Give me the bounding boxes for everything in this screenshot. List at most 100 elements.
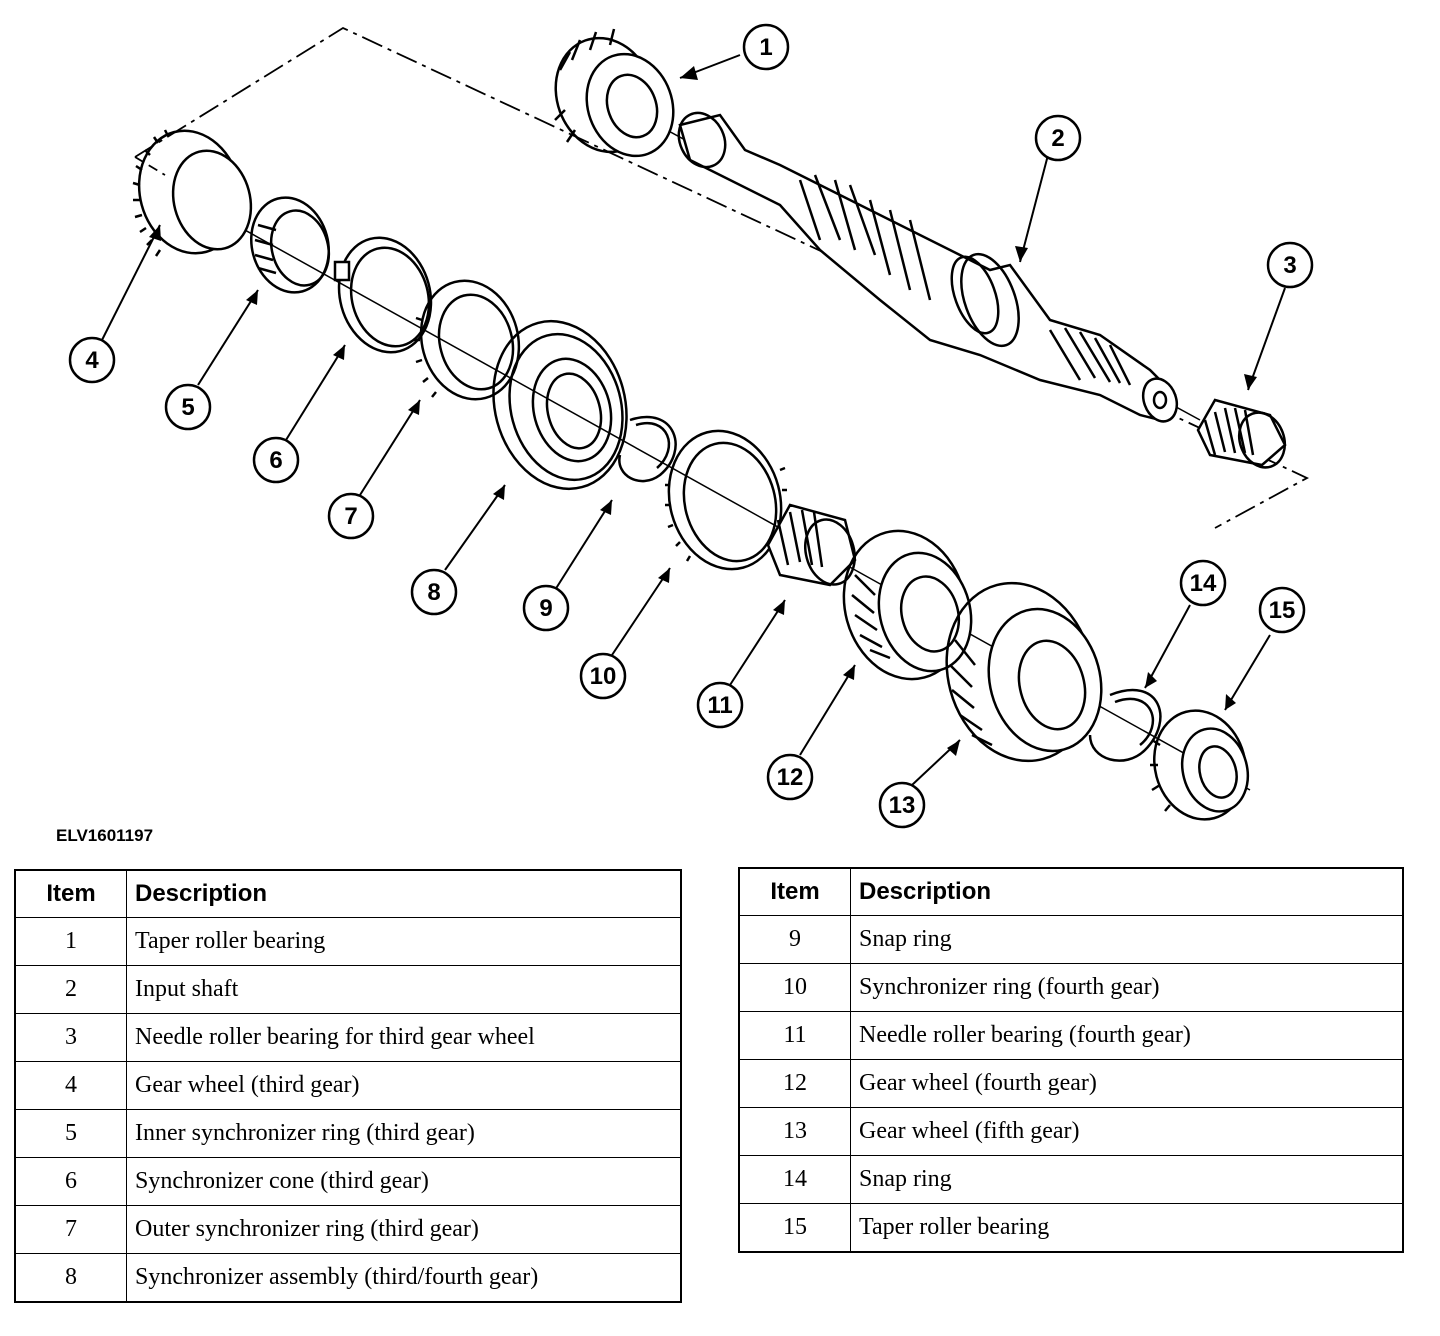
- item-description: Inner synchronizer ring (third gear): [126, 1109, 682, 1158]
- exploded-view-diagram: 1 2 3 4 5 6 7 8 9 10 11 12 13 14 15: [68, 23, 1314, 829]
- svg-text:5: 5: [181, 394, 194, 421]
- svg-text:2: 2: [1051, 125, 1064, 152]
- item-number: 15: [738, 1203, 851, 1253]
- needle-roller-bearing-3: [1196, 398, 1287, 469]
- item-number: 4: [14, 1061, 127, 1110]
- inner-synchronizer-ring-5: [249, 196, 331, 294]
- svg-text:13: 13: [889, 792, 916, 819]
- svg-text:7: 7: [344, 503, 357, 530]
- svg-text:15: 15: [1269, 597, 1296, 624]
- item-number: 11: [738, 1011, 851, 1060]
- gear-wheel-third-gear-4: [132, 129, 253, 257]
- header-description: Description: [126, 869, 682, 918]
- item-description: Taper roller bearing: [126, 917, 682, 966]
- item-description: Needle roller bearing (fourth gear): [850, 1011, 1404, 1060]
- item-number: 10: [738, 963, 851, 1012]
- item-number: 1: [14, 917, 127, 966]
- callout-13: 13: [878, 781, 926, 829]
- leader-arrows: [101, 54, 1286, 786]
- synchronizer-ring-fourth-gear-10: [665, 429, 787, 571]
- header-description: Description: [850, 867, 1404, 916]
- svg-text:11: 11: [707, 692, 732, 719]
- outer-synchronizer-ring-7: [414, 279, 521, 401]
- header-item: Item: [14, 869, 127, 918]
- callout-9: 9: [522, 584, 570, 632]
- callout-12: 12: [766, 753, 814, 801]
- svg-text:12: 12: [777, 764, 804, 791]
- callout-1: 1: [742, 23, 790, 71]
- item-description: Outer synchronizer ring (third gear): [126, 1205, 682, 1254]
- item-number: 9: [738, 915, 851, 964]
- item-description: Synchronizer assembly (third/fourth gear…: [126, 1253, 682, 1303]
- callout-11: 11: [696, 681, 744, 729]
- item-number: 14: [738, 1155, 851, 1204]
- figure-id: ELV1601197: [56, 826, 154, 845]
- header-item: Item: [738, 867, 851, 916]
- svg-text:9: 9: [539, 595, 552, 622]
- item-number: 6: [14, 1157, 127, 1206]
- item-number: 13: [738, 1107, 851, 1156]
- gear-wheel-fifth-gear-13: [945, 581, 1103, 763]
- item-number: 3: [14, 1013, 127, 1062]
- taper-roller-bearing-1: [554, 28, 675, 158]
- item-description: Needle roller bearing for third gear whe…: [126, 1013, 682, 1062]
- svg-text:14: 14: [1190, 570, 1217, 597]
- svg-text:8: 8: [427, 579, 440, 606]
- taper-roller-bearing-15: [1150, 709, 1250, 821]
- item-description: Input shaft: [126, 965, 682, 1014]
- item-number: 5: [14, 1109, 127, 1158]
- enclosure-left-edge: [134, 156, 166, 176]
- callout-4: 4: [68, 336, 116, 384]
- item-description: Snap ring: [850, 1155, 1404, 1204]
- svg-text:6: 6: [269, 447, 282, 474]
- callout-7: 7: [327, 492, 375, 540]
- callout-2: 2: [1034, 114, 1082, 162]
- callout-6: 6: [252, 436, 300, 484]
- snap-ring-14: [1088, 688, 1162, 762]
- synchronizer-cone-6: [333, 236, 433, 354]
- svg-text:4: 4: [85, 347, 99, 374]
- input-shaft-2: [677, 111, 1179, 423]
- callout-3: 3: [1266, 241, 1314, 289]
- item-description: Synchronizer cone (third gear): [126, 1157, 682, 1206]
- table-header-row: Item Description: [738, 867, 1404, 916]
- callout-15: 15: [1258, 586, 1306, 634]
- needle-roller-bearing-11: [766, 503, 857, 587]
- assembly-enclosure-outline: [134, 26, 1309, 529]
- callout-10: 10: [579, 652, 627, 700]
- item-number: 8: [14, 1253, 127, 1303]
- svg-text:10: 10: [590, 663, 617, 690]
- table-header-row: Item Description: [14, 869, 682, 918]
- synchronizer-assembly-8: [492, 319, 628, 491]
- item-description: Snap ring: [850, 915, 1404, 964]
- item-number: 12: [738, 1059, 851, 1108]
- svg-text:1: 1: [759, 34, 772, 61]
- item-description: Gear wheel (fifth gear): [850, 1107, 1404, 1156]
- item-number: 2: [14, 965, 127, 1014]
- callout-8: 8: [410, 568, 458, 616]
- item-number: 7: [14, 1205, 127, 1254]
- item-description: Taper roller bearing: [850, 1203, 1404, 1253]
- callout-5: 5: [164, 383, 212, 431]
- item-description: Synchronizer ring (fourth gear): [850, 963, 1404, 1012]
- item-description: Gear wheel (fourth gear): [850, 1059, 1404, 1108]
- snap-ring-9: [618, 415, 677, 483]
- callout-14: 14: [1179, 559, 1227, 607]
- svg-text:3: 3: [1283, 252, 1296, 279]
